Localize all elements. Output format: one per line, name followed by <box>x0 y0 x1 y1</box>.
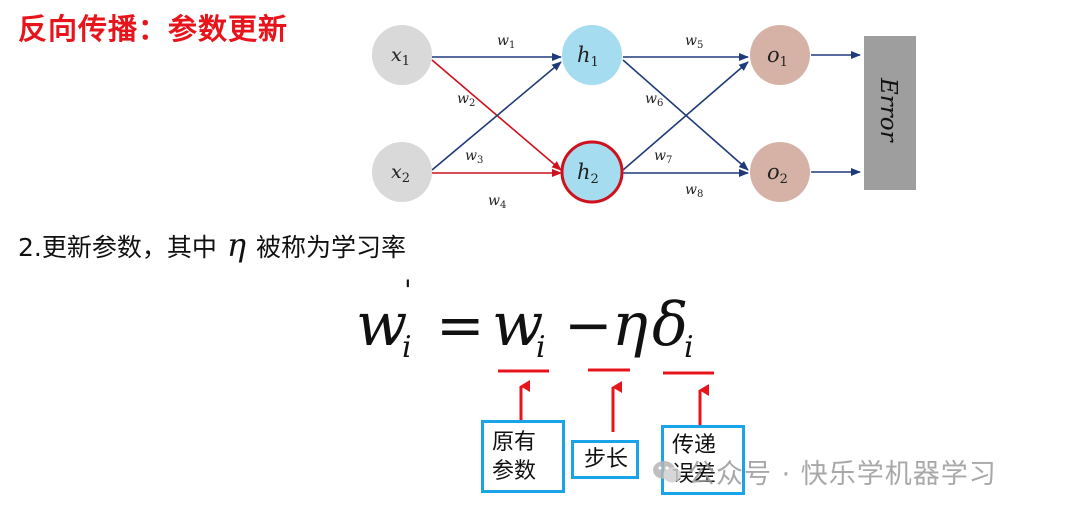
weight-label-w8: w8 <box>685 182 703 200</box>
neural-network-diagram: x1 x2 h1 h2 o1 o2 w1 w2 w3 w4 w5 w6 w7 w… <box>372 25 916 211</box>
label-o1: o1 <box>767 43 788 70</box>
slide-title: 反向传播：参数更新 <box>18 12 289 46</box>
formula-sub-2: i <box>536 330 546 365</box>
step-suffix: 被称为学习率 <box>256 233 407 262</box>
original-param-line2: 参数 <box>492 459 537 484</box>
original-param-line1: 原有 <box>492 430 537 455</box>
step-text: 2.更新参数，其中 <box>18 233 217 262</box>
propagated-error-line1: 传递 <box>672 433 717 458</box>
formula-w-updated: w <box>356 290 407 360</box>
node-x1 <box>372 25 432 85</box>
node-o2 <box>750 142 810 202</box>
label-h2: h2 <box>577 160 599 187</box>
wechat-icon <box>653 460 681 482</box>
propagated-error-box: 传递 误差 <box>661 425 745 495</box>
error-box <box>864 36 916 190</box>
eta-symbol: η <box>226 226 247 264</box>
formula-delta: δ <box>652 290 688 360</box>
node-h2 <box>560 140 624 204</box>
step-size-box: 步长 <box>571 440 639 479</box>
edge-w3 <box>431 61 562 171</box>
error-label: Error <box>875 77 901 144</box>
weight-label-w7: w7 <box>654 148 672 166</box>
formula-w-original: w <box>492 290 543 360</box>
weight-label-w1: w1 <box>497 33 515 51</box>
label-x2: x2 <box>391 161 410 186</box>
weight-label-w2: w2 <box>457 91 475 109</box>
formula-eta: η <box>612 290 648 360</box>
label-h1: h1 <box>577 43 599 70</box>
step-description: 2.更新参数，其中 η 被称为学习率 <box>18 226 406 264</box>
weight-label-w5: w5 <box>685 33 703 51</box>
formula-sub-1: i <box>402 330 412 365</box>
label-o2: o2 <box>767 160 788 187</box>
formula-sub-3: i <box>684 330 694 365</box>
node-x2 <box>372 142 432 202</box>
watermark-text: 公众号 · 快乐学机器学习 <box>688 459 997 490</box>
formula-minus: − <box>564 291 613 359</box>
original-param-box: 原有 参数 <box>481 420 565 493</box>
formula-equals: = <box>436 291 485 359</box>
weight-label-w3: w3 <box>465 148 483 166</box>
step-size-label: 步长 <box>584 447 629 472</box>
node-o1 <box>750 25 810 85</box>
node-h1 <box>562 25 622 85</box>
label-x1: x1 <box>391 44 410 69</box>
edge-w7 <box>622 61 749 171</box>
formula-prime: ' <box>404 274 412 307</box>
weight-label-w6: w6 <box>645 91 663 109</box>
watermark: 公众号 · 快乐学机器学习 <box>652 452 997 491</box>
weight-label-w4: w4 <box>488 193 506 211</box>
